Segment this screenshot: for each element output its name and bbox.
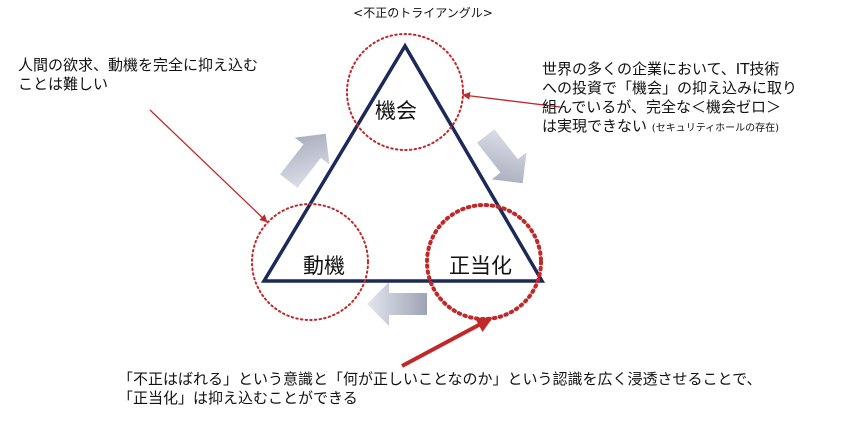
circle-motivation bbox=[251, 203, 369, 321]
note-opportunity: 世界の多くの企業において、IT技術 への投資で「機会」の抑え込みに取り 組んでい… bbox=[542, 60, 797, 138]
note-line: 組んでいるが、完全な＜機会ゼロ＞ bbox=[542, 98, 781, 116]
note-line: への投資で「機会」の抑え込みに取り bbox=[542, 79, 798, 97]
pointer-arrow-left bbox=[149, 109, 268, 223]
note-line: 人間の欲求、動機を完全に抑え込む bbox=[18, 56, 259, 74]
node-label-rationalization: 正当化 bbox=[449, 254, 512, 278]
note-small-text: (セキュリティホールの存在) bbox=[651, 123, 779, 134]
note-line: は実現できない (セキュリティホールの存在) bbox=[542, 117, 797, 138]
note-line: 世界の多くの企業において、IT技術 bbox=[542, 60, 780, 78]
diagram-title: <不正のトライアングル> bbox=[353, 6, 493, 20]
circle-opportunity bbox=[346, 33, 464, 151]
note-motivation: 人間の欲求、動機を完全に抑え込む ことは難しい bbox=[18, 56, 258, 94]
pointer-arrow-bottom bbox=[401, 317, 493, 368]
flow-arrow-motivation-to-opportunity bbox=[280, 133, 330, 188]
flow-arrow-opportunity-to-rationalization bbox=[477, 129, 527, 184]
triangle bbox=[260, 42, 546, 283]
note-rationalization: 「不正はばれる」という意識と「何が正しいことなのか」という認識を広く浸透させるこ… bbox=[118, 370, 762, 408]
note-line: 「不正はばれる」という意識と「何が正しいことなのか」という認識を広く浸透させるこ… bbox=[118, 370, 762, 388]
note-line: ことは難しい bbox=[18, 75, 109, 93]
pointer-arrow-right bbox=[462, 91, 561, 108]
node-label-opportunity: 機会 bbox=[375, 99, 417, 123]
note-line: 「正当化」は抑え込むことができる bbox=[118, 389, 358, 407]
flow-arrow-rationalization-to-motivation bbox=[367, 282, 427, 326]
node-label-motivation: 動機 bbox=[303, 254, 345, 278]
note-text: は実現できない bbox=[542, 117, 648, 135]
